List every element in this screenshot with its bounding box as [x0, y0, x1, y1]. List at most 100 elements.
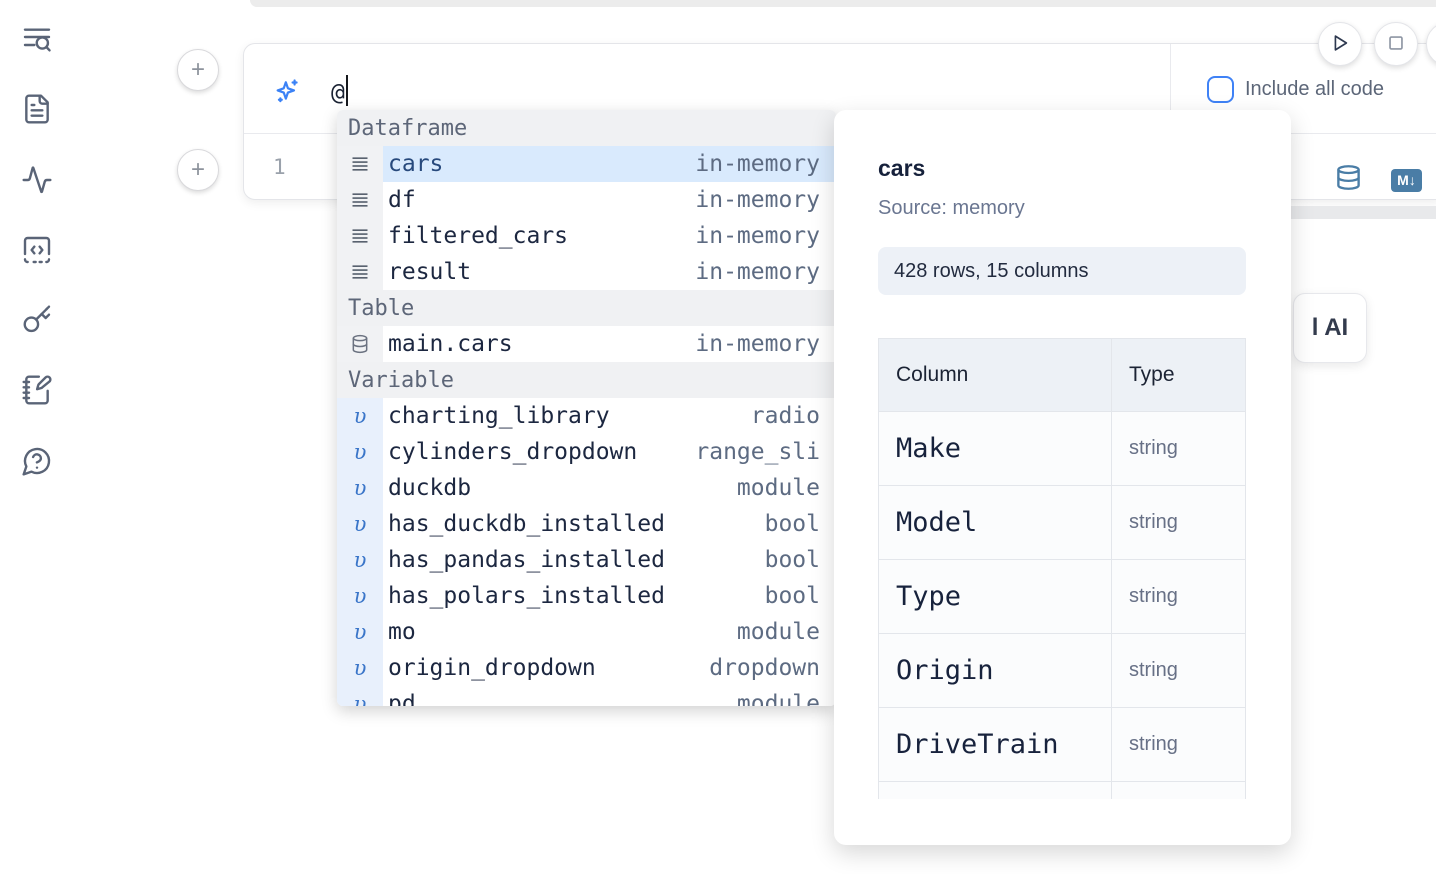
variable-icon: υ [337, 434, 383, 470]
item-type: dropdown [709, 655, 820, 681]
sidebar-item-shortcuts[interactable] [18, 303, 56, 341]
schema-column-type: string [1111, 485, 1246, 560]
item-name: main.cars [388, 331, 513, 357]
add-cell-button-bottom[interactable]: + [177, 149, 219, 191]
toc-search-icon [21, 23, 53, 60]
code-snippets-icon [21, 234, 53, 271]
variable-icon: υ [337, 578, 383, 614]
item-type: radio [750, 403, 820, 429]
ai-prompt-input[interactable]: @ [244, 44, 1171, 133]
autocomplete-item-df[interactable]: df in-memory [337, 182, 836, 218]
stop-icon [1385, 32, 1407, 57]
file-document-icon [21, 93, 53, 130]
line-number: 1 [273, 155, 286, 179]
schema-column-name: DriveTrain [878, 707, 1112, 782]
schema-column-type: string [1111, 633, 1246, 708]
item-name: has_duckdb_installed [388, 511, 665, 537]
autocomplete-item-has-polars-installed[interactable]: υ has_polars_installed bool [337, 578, 836, 614]
schema-column-type: string [1111, 707, 1246, 782]
schema-column-name [878, 781, 1112, 799]
item-type: bool [764, 547, 820, 573]
item-type: in-memory [695, 223, 820, 249]
include-all-code-checkbox[interactable] [1207, 76, 1234, 103]
stop-button[interactable] [1374, 22, 1418, 66]
sidebar-item-files[interactable] [18, 92, 56, 130]
schema-header-row: Column Type [878, 338, 1246, 412]
include-all-code-label: Include all code [1245, 78, 1384, 100]
sidebar-item-help[interactable] [18, 444, 56, 482]
autocomplete-section-header: Dataframe [337, 110, 836, 146]
item-type: in-memory [695, 151, 820, 177]
schema-row: Model string [878, 485, 1246, 560]
dataframe-rows-icon [337, 254, 383, 290]
variable-icon: υ [337, 470, 383, 506]
code-editor-row[interactable]: 1 M↓ [244, 135, 1436, 199]
cell-output-strip [1291, 206, 1436, 219]
preview-source: Source: memory [878, 197, 1025, 219]
item-type: module [736, 691, 820, 706]
text-cursor [345, 75, 348, 106]
autocomplete-item-origin-dropdown[interactable]: υ origin_dropdown dropdown [337, 650, 836, 686]
autocomplete-item-cylinders-dropdown[interactable]: υ cylinders_dropdown range_sli [337, 434, 836, 470]
schema-column-type [1111, 781, 1246, 799]
schema-row-clipped [878, 781, 1246, 799]
item-name: filtered_cars [388, 223, 569, 249]
key-icon [21, 304, 53, 341]
include-all-code-control[interactable]: Include all code [1207, 76, 1384, 103]
preview-shape-badge: 428 rows, 15 columns [878, 247, 1246, 295]
autocomplete-item-has-pandas-installed[interactable]: υ has_pandas_installed bool [337, 542, 836, 578]
database-icon[interactable] [1335, 163, 1362, 197]
variable-icon: υ [337, 542, 383, 578]
item-name: origin_dropdown [388, 655, 596, 681]
item-name: has_pandas_installed [388, 547, 665, 573]
item-name: has_polars_installed [388, 583, 665, 609]
database-icon [337, 326, 383, 362]
ai-sparkle-icon [273, 77, 301, 105]
autocomplete-item-main-cars[interactable]: main.cars in-memory [337, 326, 836, 362]
sidebar [18, 22, 56, 516]
preview-title: cars [878, 155, 926, 181]
activity-icon [21, 164, 53, 201]
schema-row: Type string [878, 559, 1246, 634]
sidebar-item-scratchpad[interactable] [18, 373, 56, 411]
previous-cell-bottom-edge [250, 0, 1436, 7]
dataframe-preview-panel: cars Source: memory 428 rows, 15 columns… [834, 110, 1291, 845]
run-cell-button[interactable] [1318, 22, 1362, 66]
cell-actions: M↓ [1335, 163, 1422, 197]
item-name: cylinders_dropdown [388, 439, 638, 465]
sidebar-item-snippets[interactable] [18, 233, 56, 271]
item-name: result [388, 259, 472, 285]
markdown-badge-icon[interactable]: M↓ [1391, 168, 1422, 192]
schema-column-type: string [1111, 559, 1246, 634]
variable-icon: υ [337, 506, 383, 542]
schema-row: Origin string [878, 633, 1246, 708]
schema-row: DriveTrain string [878, 707, 1246, 782]
schema-column-name: Model [878, 485, 1112, 560]
sidebar-item-toc-search[interactable] [18, 22, 56, 60]
item-name: df [388, 187, 416, 213]
item-type: module [736, 619, 820, 645]
type-header: Type [1111, 338, 1246, 412]
autocomplete-item-filtered-cars[interactable]: filtered_cars in-memory [337, 218, 836, 254]
column-header: Column [878, 338, 1112, 412]
item-type: in-memory [695, 331, 820, 357]
item-type: range_sli [695, 439, 820, 465]
schema-column-name: Make [878, 411, 1112, 486]
generate-with-ai-button[interactable]: l AI [1293, 293, 1367, 363]
item-type: in-memory [695, 187, 820, 213]
variable-icon: υ [337, 614, 383, 650]
sidebar-item-dependencies[interactable] [18, 163, 56, 201]
item-type: bool [764, 583, 820, 609]
schema-column-type: string [1111, 411, 1246, 486]
variable-icon: υ [337, 650, 383, 686]
add-cell-button-top[interactable]: + [177, 49, 219, 91]
item-type: module [736, 475, 820, 501]
